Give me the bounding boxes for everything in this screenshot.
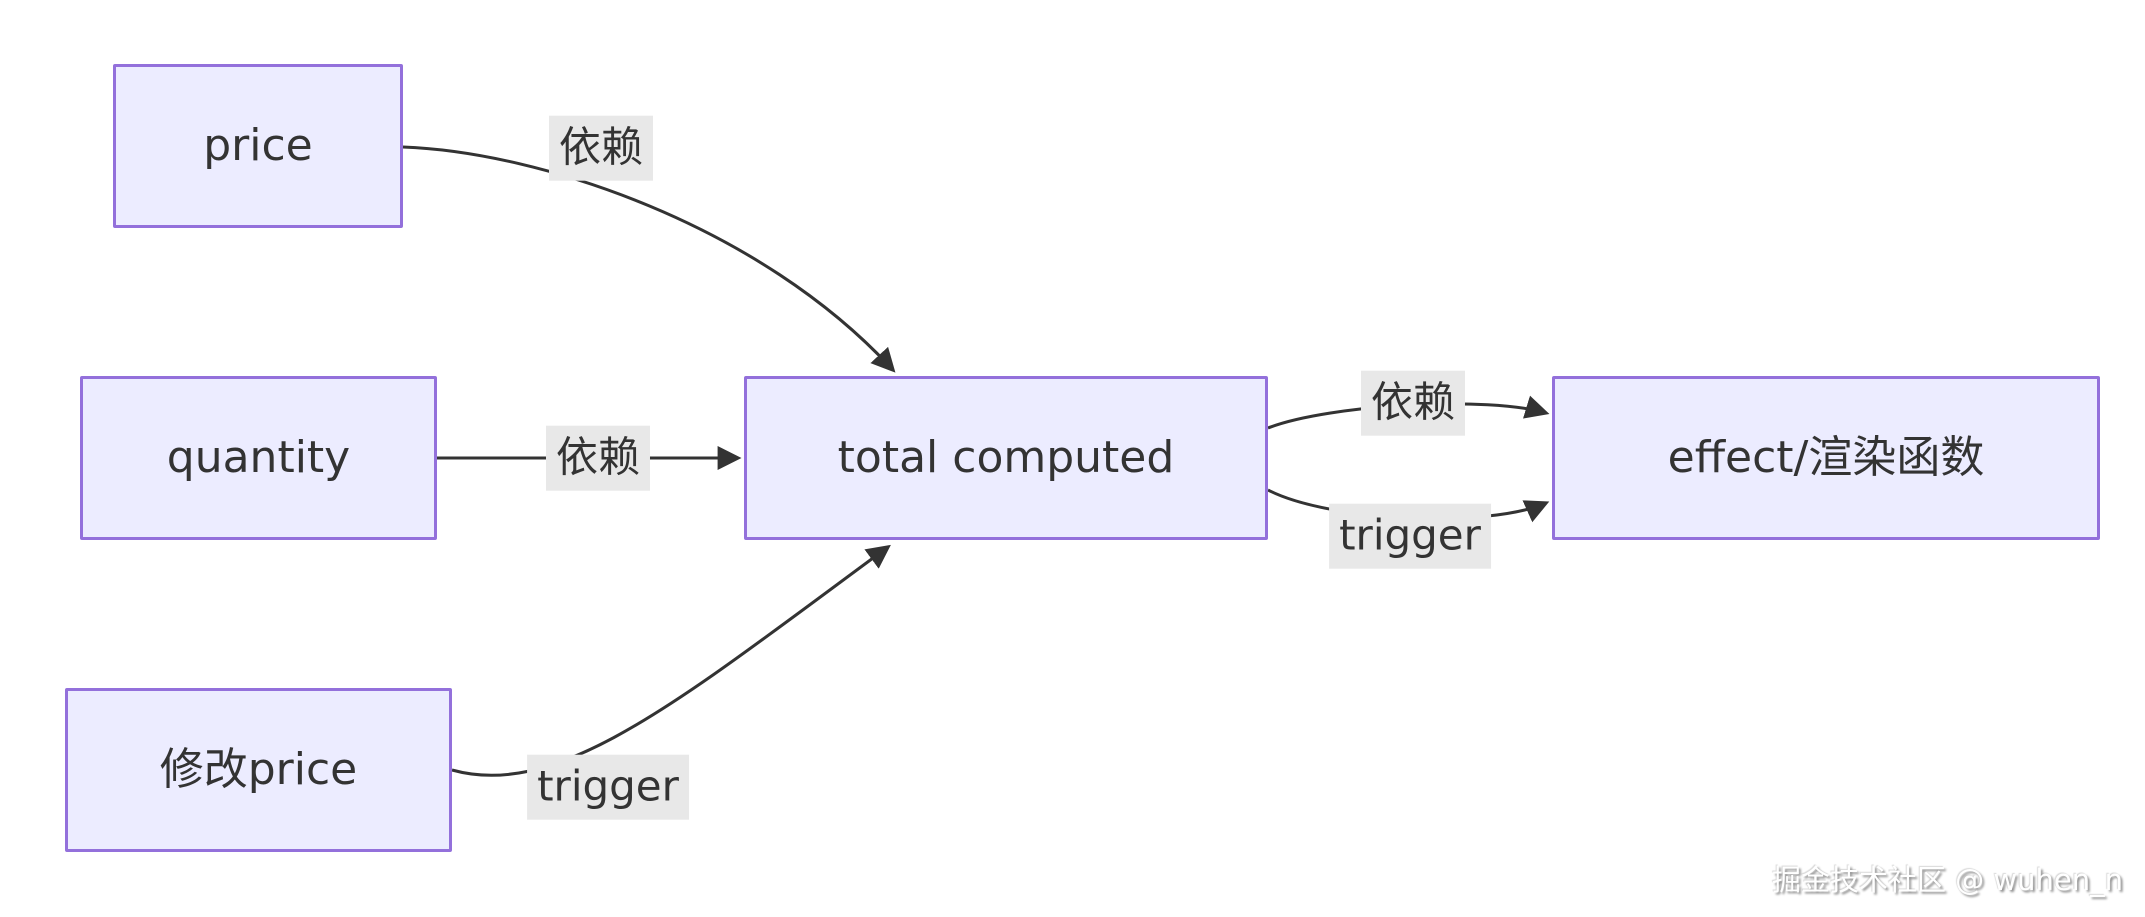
- watermark: 掘金技术社区 @ wuhen_n: [1771, 863, 2123, 897]
- edge-label-quantity-dep: 依赖: [545, 425, 651, 491]
- node-total-computed: total computed: [744, 376, 1268, 540]
- node-effect: effect/渲染函数: [1552, 376, 2100, 540]
- edge-modify-price-to-total: [451, 544, 891, 777]
- edge-price-to-total: [402, 145, 896, 373]
- node-quantity-label: quantity: [166, 431, 351, 483]
- node-effect-label: effect/渲染函数: [1667, 431, 1985, 483]
- edge-label-price-dep: 依赖: [548, 115, 654, 181]
- node-price-label: price: [203, 119, 313, 171]
- node-total-computed-label: total computed: [837, 431, 1175, 483]
- node-price: price: [113, 64, 403, 228]
- edge-label-modify-trigger: trigger: [527, 754, 689, 820]
- edge-label-effect-trigger: trigger: [1329, 503, 1491, 569]
- node-quantity: quantity: [80, 376, 437, 540]
- node-modify-price-label: 修改price: [159, 743, 358, 795]
- edge-label-effect-dep: 依赖: [1360, 370, 1466, 436]
- node-modify-price: 修改price: [65, 688, 452, 852]
